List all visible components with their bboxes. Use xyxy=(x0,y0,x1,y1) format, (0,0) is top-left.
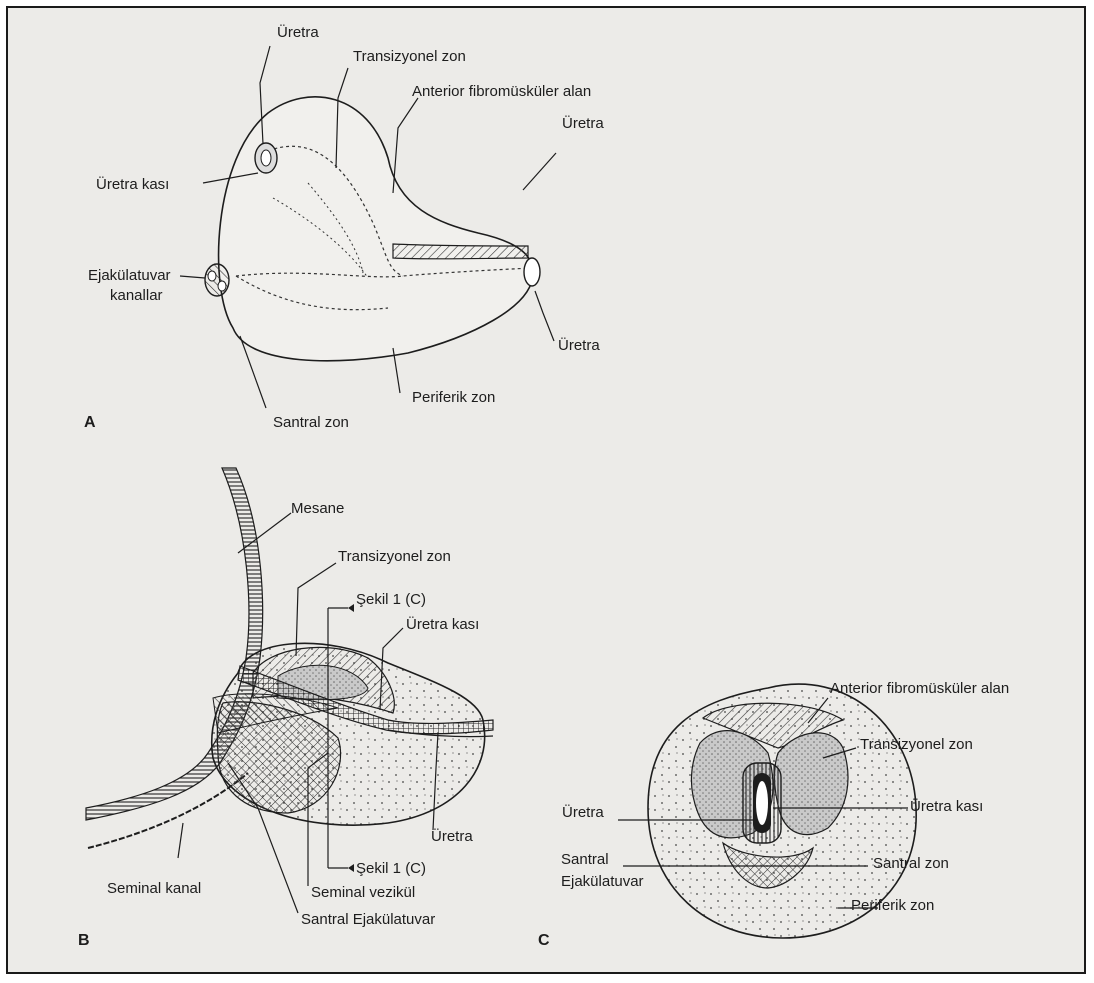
label-c-ejakulatuvar: Ejakülatuvar xyxy=(561,873,644,890)
label-c-anterior-fibromuskuler: Anterior fibromüsküler alan xyxy=(830,680,1009,697)
label-a-uretra-kasi: Üretra kası xyxy=(96,176,169,193)
label-b-uretra-kasi: Üretra kası xyxy=(406,616,479,633)
panel-a-drawing xyxy=(180,46,556,408)
label-a-uretra-top: Üretra xyxy=(277,24,319,41)
panel-b-letter: B xyxy=(78,932,90,950)
panel-a-letter: A xyxy=(84,414,96,432)
label-a-uretra-bottom: Üretra xyxy=(558,337,600,354)
panel-b-drawing xyxy=(86,468,493,913)
label-b-transizyonel-zon: Transizyonel zon xyxy=(338,548,451,565)
label-c-periferik-zon: Periferik zon xyxy=(851,897,934,914)
label-b-sekil-bottom: Şekil 1 (C) xyxy=(356,860,426,877)
label-c-santral: Santral xyxy=(561,851,609,868)
label-c-santral-zon: Santral zon xyxy=(873,855,949,872)
label-b-santral-ejakulatuvar: Santral Ejakülatuvar xyxy=(301,911,435,928)
label-c-transizyonel-zon: Transizyonel zon xyxy=(860,736,973,753)
anatomy-figure: Üretra Transizyonel zon Anterior fibromü… xyxy=(6,6,1086,974)
label-c-uretra: Üretra xyxy=(562,804,604,821)
illustration-canvas xyxy=(8,8,1086,974)
panel-c-letter: C xyxy=(538,932,550,950)
label-b-seminal-kanal: Seminal kanal xyxy=(107,880,201,897)
label-a-uretra-right: Üretra xyxy=(562,115,604,132)
label-a-periferik-zon: Periferik zon xyxy=(412,389,495,406)
label-a-transizyonel-zon: Transizyonel zon xyxy=(353,48,466,65)
label-b-uretra: Üretra xyxy=(431,828,473,845)
label-b-mesane: Mesane xyxy=(291,500,344,517)
label-a-santral-zon: Santral zon xyxy=(273,414,349,431)
label-a-ejakulatuvar: Ejakülatuvar xyxy=(88,267,171,284)
label-a-anterior-fibromuskuler: Anterior fibromüsküler alan xyxy=(412,83,591,100)
label-a-kanallar: kanallar xyxy=(110,287,163,304)
label-b-seminal-vezikul: Seminal vezikül xyxy=(311,884,415,901)
label-b-sekil-top: Şekil 1 (C) xyxy=(356,591,426,608)
label-c-uretra-kasi: Üretra kası xyxy=(910,798,983,815)
